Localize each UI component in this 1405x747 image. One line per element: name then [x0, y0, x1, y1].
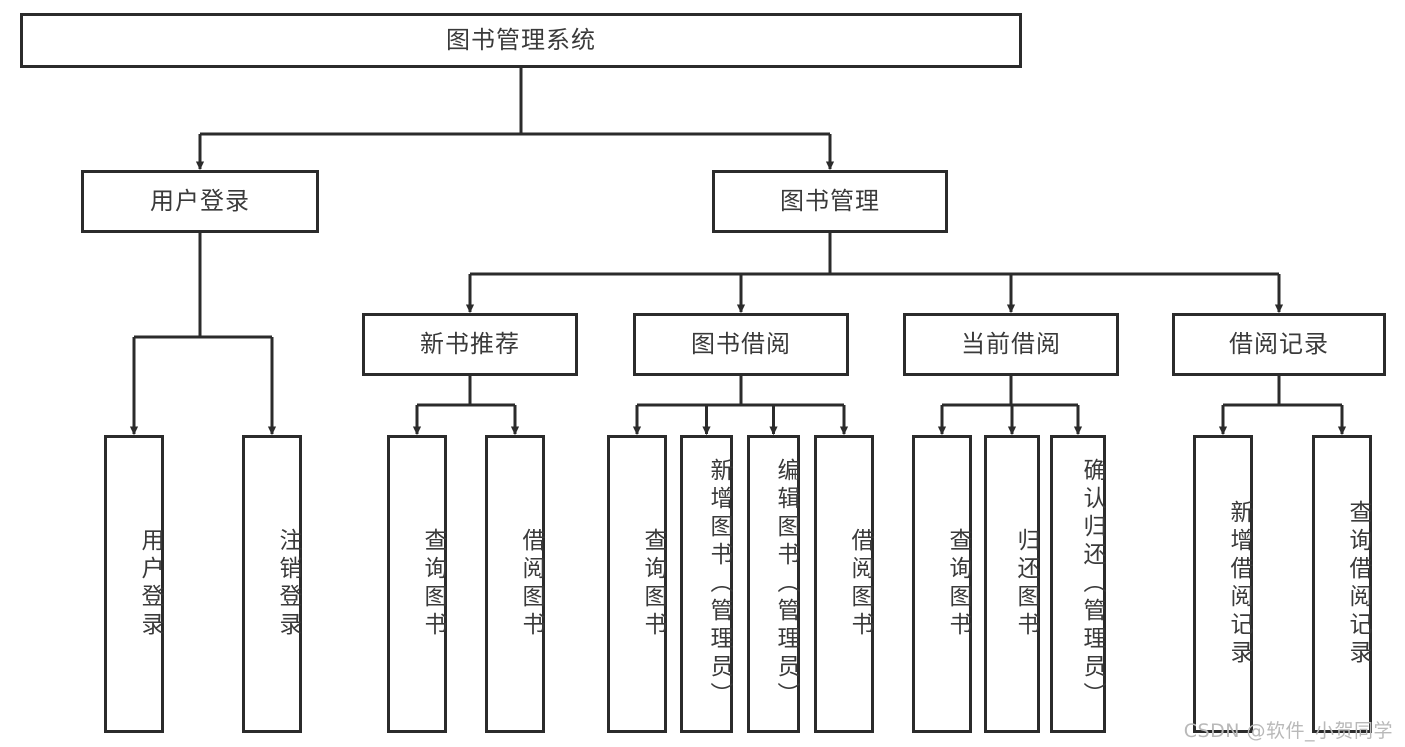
node-leaf-query-book-2[interactable]: 查询图书 — [607, 435, 667, 733]
node-label: 图书借阅 — [691, 330, 791, 359]
node-label: 注销登录 — [275, 528, 301, 640]
node-label: 用户登录 — [150, 187, 250, 216]
node-leaf-add-record[interactable]: 新增借阅记录 — [1193, 435, 1253, 733]
node-leaf-user-login[interactable]: 用户登录 — [104, 435, 164, 733]
node-new-book-rec[interactable]: 新书推荐 — [362, 313, 578, 376]
node-label: 图书管理系统 — [446, 26, 596, 55]
node-label: 图书管理 — [780, 187, 880, 216]
node-book-borrow[interactable]: 图书借阅 — [633, 313, 849, 376]
node-leaf-query-book-1[interactable]: 查询图书 — [387, 435, 447, 733]
node-label: 查询借阅记录 — [1345, 500, 1371, 668]
node-label: 新增图书（管理员） — [706, 458, 732, 710]
node-leaf-return-book[interactable]: 归还图书 — [984, 435, 1040, 733]
node-label: 查询图书 — [945, 528, 971, 640]
node-current-borrow[interactable]: 当前借阅 — [903, 313, 1119, 376]
node-root[interactable]: 图书管理系统 — [20, 13, 1022, 68]
node-leaf-confirm-return[interactable]: 确认归还（管理员） — [1050, 435, 1106, 733]
node-label: 归还图书 — [1013, 528, 1039, 640]
node-label: 借阅图书 — [518, 528, 544, 640]
node-label: 查询图书 — [640, 528, 666, 640]
node-label: 借阅记录 — [1229, 330, 1329, 359]
node-leaf-borrow-book-2[interactable]: 借阅图书 — [814, 435, 874, 733]
node-book-manage[interactable]: 图书管理 — [712, 170, 948, 233]
node-leaf-borrow-book-1[interactable]: 借阅图书 — [485, 435, 545, 733]
node-label: 用户登录 — [137, 528, 163, 640]
node-label: 查询图书 — [420, 528, 446, 640]
node-leaf-edit-book[interactable]: 编辑图书（管理员） — [747, 435, 800, 733]
node-leaf-query-book-3[interactable]: 查询图书 — [912, 435, 972, 733]
node-user-login[interactable]: 用户登录 — [81, 170, 319, 233]
node-label: 新增借阅记录 — [1226, 500, 1252, 668]
node-label: 当前借阅 — [961, 330, 1061, 359]
watermark-text: CSDN @软件_小贺同学 — [1183, 720, 1393, 742]
node-label: 确认归还（管理员） — [1079, 458, 1105, 710]
node-label: 编辑图书（管理员） — [773, 458, 799, 710]
node-leaf-logout[interactable]: 注销登录 — [242, 435, 302, 733]
node-label: 新书推荐 — [420, 330, 520, 359]
node-label: 借阅图书 — [847, 528, 873, 640]
node-leaf-query-record[interactable]: 查询借阅记录 — [1312, 435, 1372, 733]
node-leaf-add-book[interactable]: 新增图书（管理员） — [680, 435, 733, 733]
node-borrow-record[interactable]: 借阅记录 — [1172, 313, 1386, 376]
